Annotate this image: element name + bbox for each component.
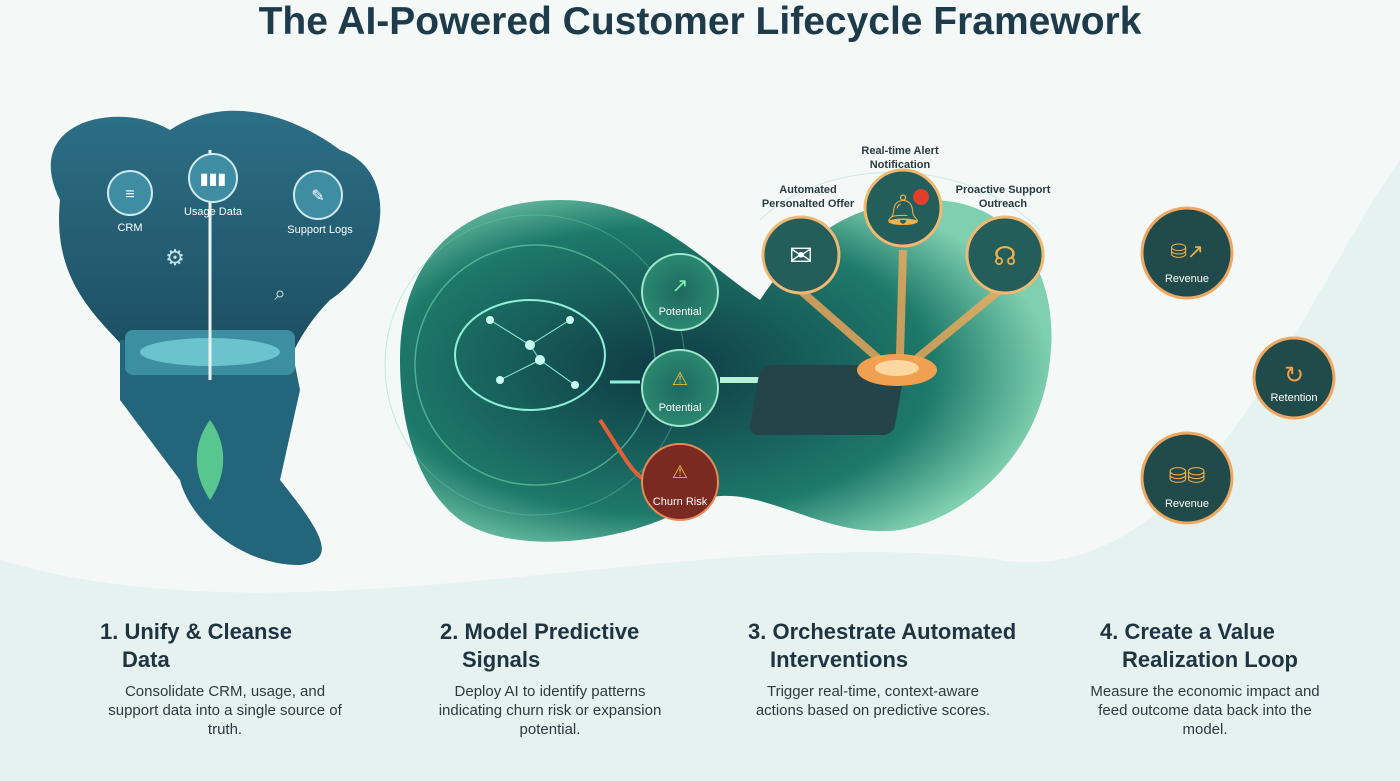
- data-funnel-illustration: ≡ ▮▮▮ ✎ ⚙ ⌕: [50, 110, 381, 565]
- outcome-retention: [1252, 336, 1336, 420]
- cycle-arrow-icon: ↻: [1284, 362, 1304, 389]
- step-description: Deploy AI to identify patterns indicatin…: [438, 683, 662, 738]
- outcome-label: Revenue: [1164, 498, 1210, 510]
- source-label-usage: Usage Data: [183, 206, 243, 218]
- background-wave: [0, 160, 1400, 781]
- database-icon: ≡: [125, 186, 134, 203]
- step-description: Consolidate CRM, usage, and support data…: [108, 683, 342, 738]
- outcome-revenue-1: [1140, 206, 1234, 300]
- signal-churn-risk: [641, 443, 719, 521]
- coins-icon: ⛁⛁: [1169, 463, 1206, 488]
- signal-label: Churn Risk: [652, 496, 708, 508]
- outcome-label: Revenue: [1164, 273, 1210, 285]
- alert-circle: [863, 168, 943, 248]
- source-label-crm: CRM: [117, 222, 143, 234]
- bar-chart-icon: ▮▮▮: [200, 171, 226, 188]
- brain-network-icon: [454, 299, 606, 411]
- headset-chat-icon: ☊: [993, 241, 1016, 271]
- coins-growth-icon: ⛁↗: [1170, 241, 1204, 263]
- email-icon: ✉: [789, 240, 812, 271]
- outcome-revenue-2: [1140, 431, 1234, 525]
- warning-icon: ⚠: [672, 462, 688, 482]
- signal-potential-up: [641, 253, 719, 331]
- gear-icon: ⚙: [165, 245, 185, 270]
- model-blob: [400, 200, 1052, 542]
- trend-up-icon: ↗: [672, 275, 689, 297]
- document-edit-icon: ✎: [311, 188, 324, 205]
- step-description: Measure the economic impact and feed out…: [1090, 683, 1320, 738]
- warning-icon: ⚠: [672, 369, 688, 389]
- search-icon: ⌕: [274, 283, 285, 305]
- offer-circle: [761, 215, 841, 295]
- orchestration-device: [749, 365, 905, 435]
- signal-label: Potential: [658, 402, 702, 414]
- page-title: The AI-Powered Customer Lifecycle Framew…: [258, 0, 1142, 43]
- step-description: Trigger real-time, context-aware actions…: [755, 683, 991, 719]
- source-label-support: Support Logs: [287, 224, 353, 236]
- signal-potential-down: [641, 349, 719, 427]
- outreach-circle: [965, 215, 1045, 295]
- outcome-label: Retention: [1270, 392, 1318, 404]
- signal-label: Potential: [658, 306, 702, 318]
